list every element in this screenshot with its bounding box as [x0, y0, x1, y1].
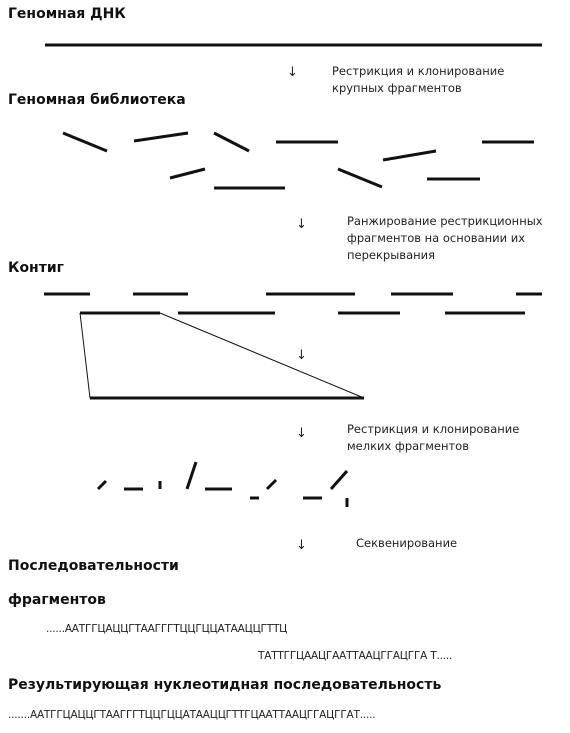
down-arrow-icon: ↓ [287, 65, 298, 80]
zoom-line-left [79, 312, 91, 399]
small-fragment [329, 470, 349, 490]
resulting-sequence: .......ААТГГЦАЦЦГТААГГГТЦЦГЦЦАТААЦЦГТТГЦ… [8, 709, 376, 721]
small-fragment [265, 478, 278, 491]
heading-genomic-dna: Геномная ДНК [8, 6, 126, 22]
zoom-line-right [159, 312, 365, 399]
step1-label-line2: крупных фрагментов [332, 81, 462, 95]
library-fragment [62, 131, 108, 153]
heading-resulting-sequence: Результирующая нуклеотидная последовател… [8, 677, 442, 693]
library-fragment [133, 131, 189, 143]
fragment-sequence-2: ТАТТГГЦААЦГААТТААЦГГАЦГГА Т..... [258, 650, 453, 662]
down-arrow-icon: ↓ [296, 348, 307, 363]
step2-label-line3: перекрывания [347, 248, 436, 262]
heading-genomic-library: Геномная библиотека [8, 92, 186, 108]
step2-label-line2: фрагментов на основании их [347, 231, 526, 245]
step2-label-line1: Ранжирование рестрикционных [347, 214, 543, 228]
step3-label-line1: Рестрикция и клонирование [347, 422, 520, 436]
library-fragment [169, 167, 206, 180]
heading-fragment-sequences-line2: фрагментов [8, 592, 106, 608]
library-fragment [213, 131, 250, 153]
small-fragment [96, 479, 108, 491]
small-fragment [185, 461, 198, 490]
down-arrow-icon: ↓ [296, 426, 307, 441]
fragment-sequence-1: ......ААТГГЦАЦЦГТААГГГТЦЦГЦЦАТААЦЦГТТЦ [46, 623, 288, 635]
down-arrow-icon: ↓ [296, 217, 307, 232]
heading-contig: Контиг [8, 260, 64, 276]
step4-label-line1: Секвенирование [356, 536, 458, 550]
step3-label-line2: мелких фрагментов [347, 439, 469, 453]
heading-fragment-sequences-line1: Последовательности [8, 558, 179, 574]
library-fragment [382, 149, 437, 162]
library-fragment [337, 167, 383, 189]
down-arrow-icon: ↓ [296, 538, 307, 553]
step1-label-line1: Рестрикция и клонирование [332, 64, 505, 78]
